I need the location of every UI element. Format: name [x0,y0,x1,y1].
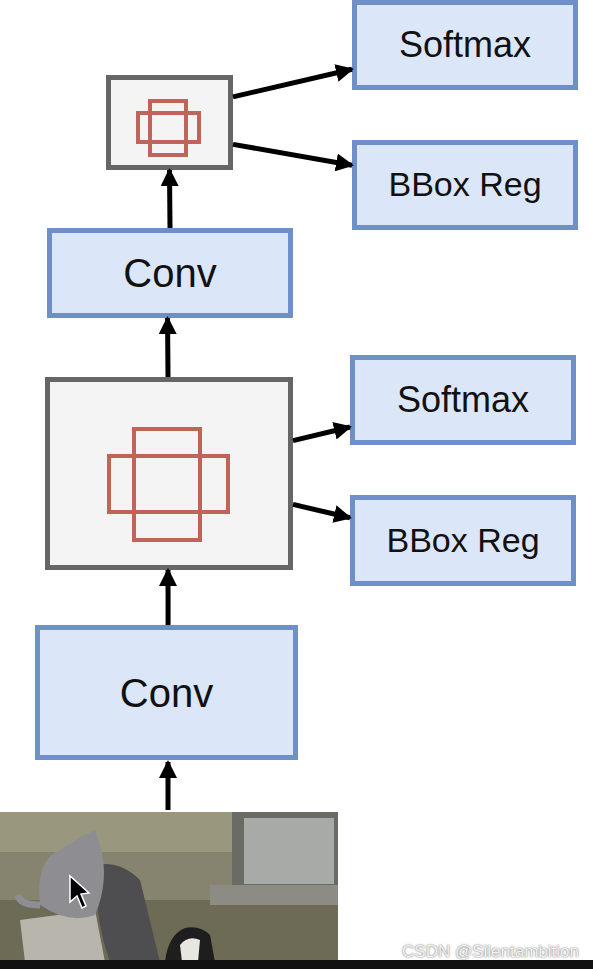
flow-arrow [293,504,350,517]
cat-tail [18,895,40,905]
flow-arrow [165,318,170,377]
box-label: BBox Reg [388,166,541,203]
box-label: Conv [120,671,213,715]
dog-patch [180,938,200,962]
classifier-box: Softmax [352,0,578,90]
flow-arrow [166,570,171,625]
regressor-box: BBox Reg [352,140,578,230]
flow-arrow [167,170,173,228]
door-panel [244,818,334,884]
feature-map [106,75,233,170]
box-label: Conv [123,251,216,295]
mouse-cursor [70,876,89,908]
conv-box: Conv [35,625,298,760]
conv-box: Conv [47,228,293,318]
flow-arrow [233,144,352,165]
flow-arrow [233,69,352,97]
regressor-box: BBox Reg [350,495,576,586]
input-arrow [166,762,171,810]
flow-arrow [293,427,350,441]
box-label: Softmax [399,25,531,65]
wall [0,812,338,962]
dog [165,927,215,962]
door [232,812,338,892]
step [210,885,338,905]
feature-map [45,377,293,570]
watermark: CSDN @Silentambition [402,942,579,962]
stone [20,910,105,962]
box-label: BBox Reg [386,522,539,559]
bottom-bar [0,960,593,969]
cat [39,830,104,918]
post [95,864,160,962]
box-label: Softmax [397,380,529,420]
classifier-box: Softmax [350,355,576,445]
